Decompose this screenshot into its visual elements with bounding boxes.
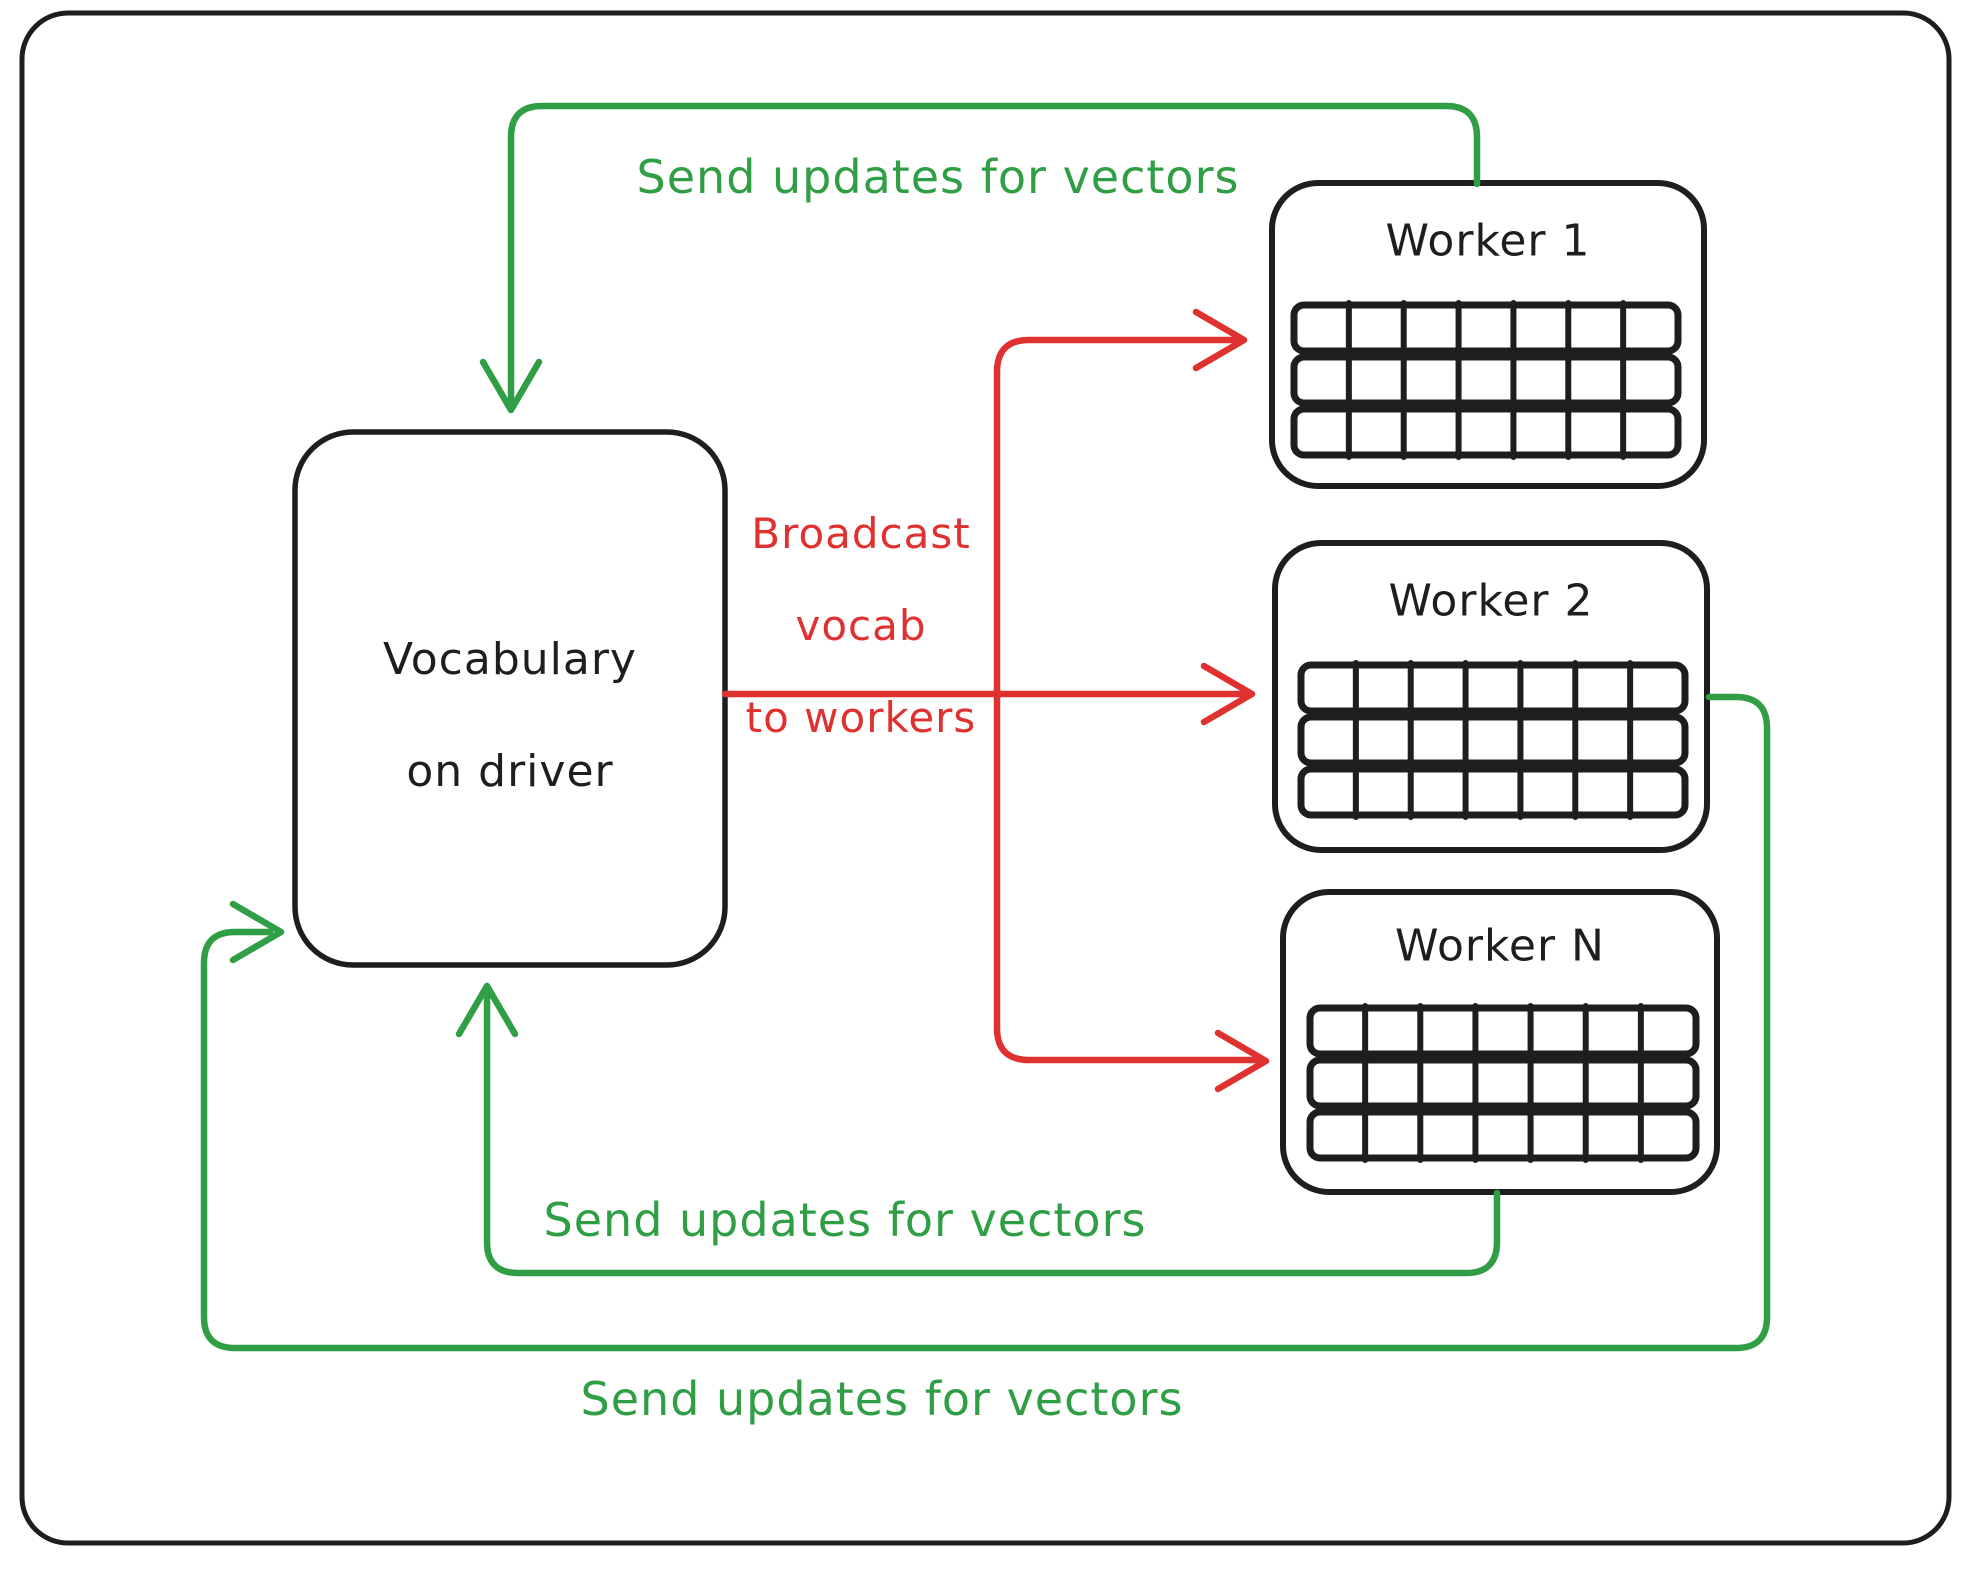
vocabulary-box [292, 429, 728, 968]
send-updates-label-top: Send updates for vectors [636, 150, 1240, 204]
vector-row [1306, 1056, 1700, 1110]
broadcast-label-line2: vocab [795, 601, 927, 650]
broadcast-vocab-label: Broadcast vocab to workers [746, 465, 977, 741]
send-updates-label-middle: Send updates for vectors [543, 1193, 1147, 1247]
vector-row [1306, 1004, 1700, 1058]
vocabulary-line2: on driver [406, 746, 614, 797]
updates-arrow-worker-n-to-driver [455, 982, 1501, 1277]
vector-row [1306, 1108, 1700, 1162]
vector-row [1297, 713, 1689, 767]
vocabulary-line1: Vocabulary [383, 634, 637, 685]
broadcast-label-line1: Broadcast [751, 509, 971, 558]
worker-2-title: Worker 2 [1388, 575, 1594, 627]
vector-row [1290, 353, 1682, 407]
worker-n-title: Worker N [1395, 920, 1605, 972]
outer-frame [19, 10, 1952, 1546]
broadcast-arrow-worker-1 [993, 308, 1248, 698]
updates-arrow-worker-1-to-driver [479, 102, 1481, 414]
worker-grid [1306, 1003, 1700, 1163]
worker-grid [1297, 660, 1689, 820]
broadcast-label-line3: to workers [745, 693, 977, 742]
vocabulary-box-label: Vocabulary on driver [383, 576, 637, 800]
send-updates-label-bottom: Send updates for vectors [580, 1372, 1184, 1426]
worker-vector-grids [1290, 300, 1700, 1163]
worker-1-title: Worker 1 [1385, 215, 1591, 267]
broadcast-arrow-worker-n [993, 690, 1270, 1093]
updates-arrow-worker-2-to-driver [200, 693, 1771, 1352]
vector-row [1297, 661, 1689, 715]
broadcast-arrow-worker-2 [721, 662, 1256, 726]
vector-row [1290, 301, 1682, 355]
vector-row [1297, 765, 1689, 819]
worker-grid [1290, 300, 1682, 460]
worker-1-box [1269, 180, 1707, 489]
vector-row [1290, 405, 1682, 459]
